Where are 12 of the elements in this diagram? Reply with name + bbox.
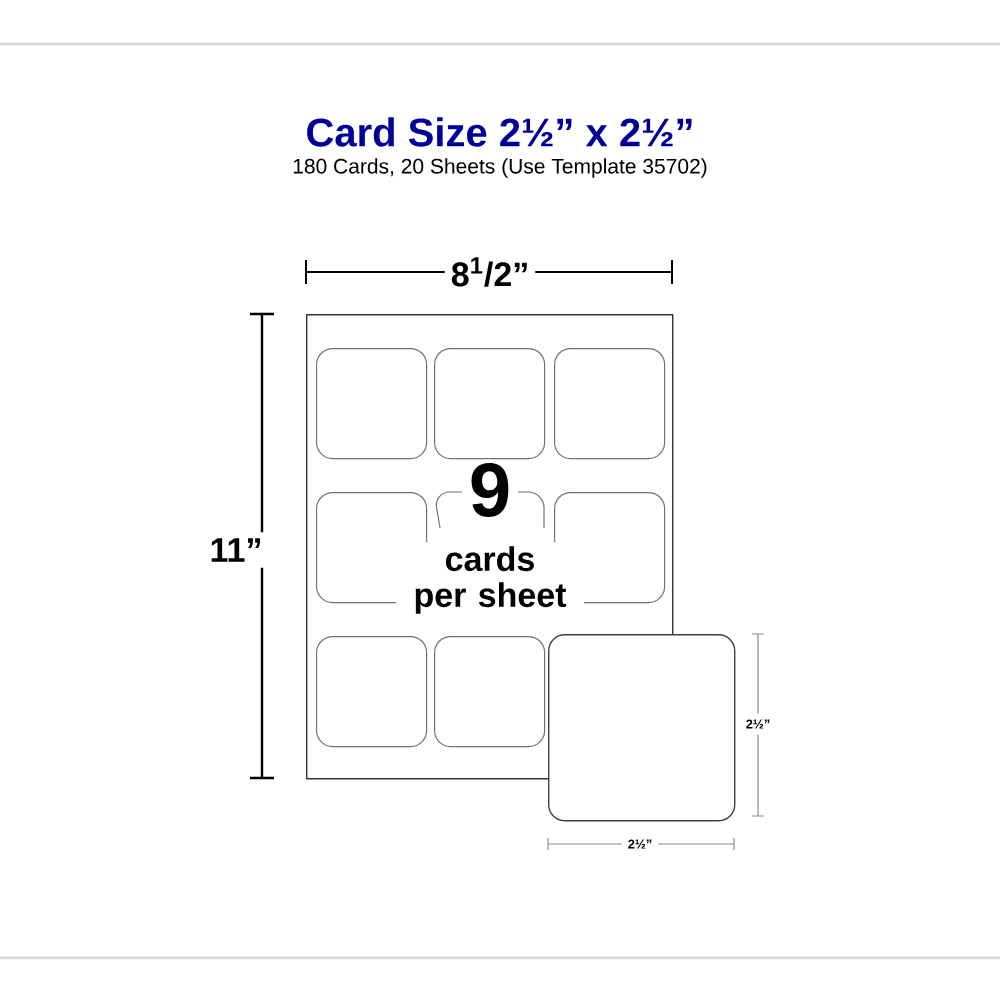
- title: Card Size 2½” x 2½”: [307, 117, 692, 147]
- width-dimension: 8$^{1}$/2”: [444, 251, 536, 293]
- card-outline: [316, 348, 428, 460]
- card-outline: [554, 348, 666, 460]
- card-outline: [434, 348, 546, 460]
- sheet-caption: cards per sheet: [396, 542, 584, 618]
- card-count: 9: [466, 461, 514, 519]
- card-outline: [316, 636, 428, 748]
- card-outline: [434, 636, 546, 748]
- card-outline: [548, 634, 736, 822]
- height-dimension: 11”: [203, 532, 269, 568]
- subtitle: 180 Cards, 20 Sheets (Use Template 35702): [293, 158, 707, 178]
